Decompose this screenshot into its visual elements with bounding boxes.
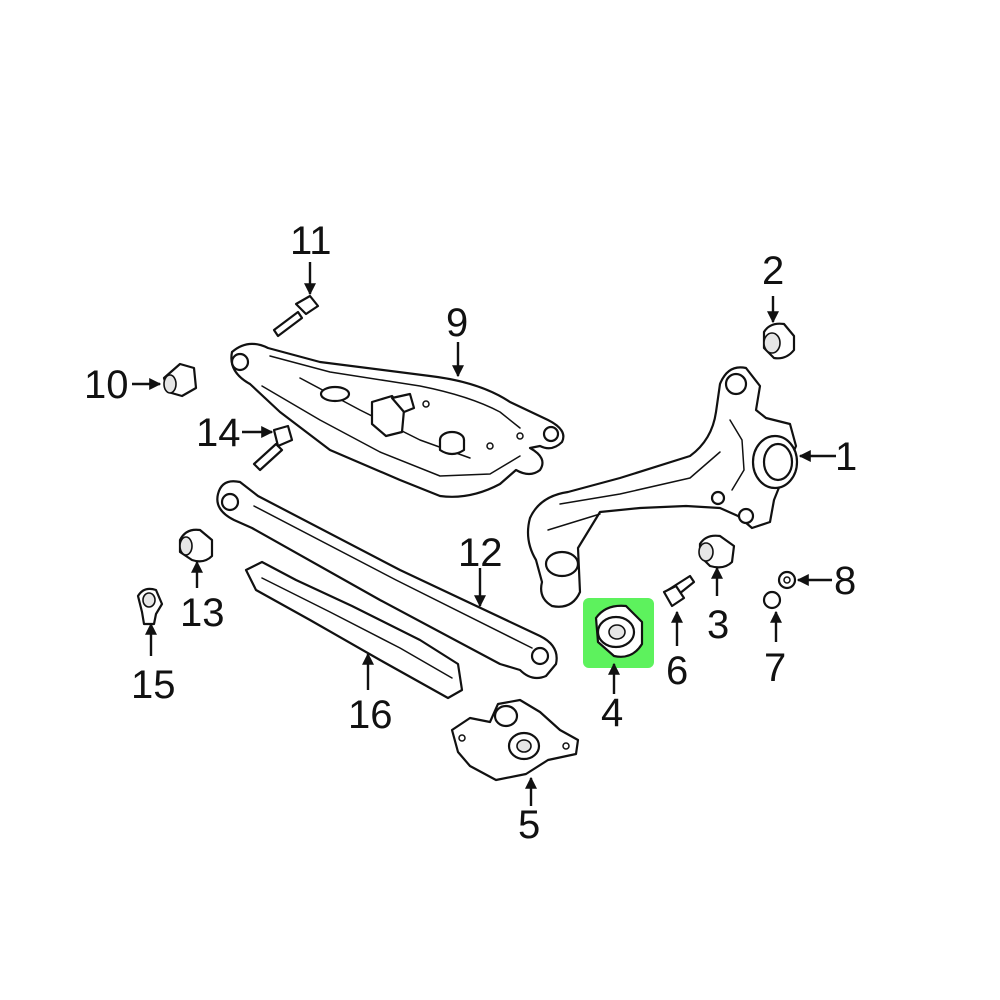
callout-11: 11 bbox=[290, 219, 332, 263]
part-15-bushing[interactable] bbox=[136, 587, 164, 626]
callout-6: 6 bbox=[666, 649, 688, 693]
part-11-bolt[interactable] bbox=[272, 294, 320, 338]
callout-4: 4 bbox=[601, 691, 623, 735]
callout-1: 1 bbox=[835, 435, 857, 479]
part-14-bolt[interactable] bbox=[252, 424, 294, 472]
part-4-bushing[interactable] bbox=[594, 604, 644, 658]
callout-13: 13 bbox=[180, 591, 225, 635]
part-9-control-arm[interactable] bbox=[230, 342, 565, 498]
leader-lines bbox=[132, 262, 836, 806]
callout-9: 9 bbox=[446, 301, 468, 345]
part-1-knuckle[interactable] bbox=[526, 366, 799, 608]
part-12-lower-link[interactable] bbox=[216, 480, 558, 680]
callout-3: 3 bbox=[707, 603, 729, 647]
part-2-bushing[interactable] bbox=[762, 322, 796, 360]
callout-5: 5 bbox=[518, 803, 540, 847]
part-6-bolt[interactable] bbox=[662, 574, 696, 608]
callout-8: 8 bbox=[834, 559, 856, 603]
callout-12: 12 bbox=[458, 531, 503, 575]
callout-16: 16 bbox=[348, 693, 393, 737]
part-13-bushing[interactable] bbox=[178, 528, 214, 563]
callout-7: 7 bbox=[764, 646, 786, 690]
callout-10: 10 bbox=[84, 363, 129, 407]
callout-14: 14 bbox=[196, 411, 241, 455]
part-10-bushing[interactable] bbox=[162, 362, 198, 398]
part-5-mount[interactable] bbox=[450, 698, 580, 782]
part-8-nut[interactable] bbox=[777, 570, 797, 590]
part-7-nut[interactable] bbox=[762, 590, 782, 610]
callout-2: 2 bbox=[762, 249, 784, 293]
part-16-trailing-rod[interactable] bbox=[244, 560, 464, 700]
callout-15: 15 bbox=[131, 663, 176, 707]
part-3-bushing[interactable] bbox=[698, 534, 736, 569]
